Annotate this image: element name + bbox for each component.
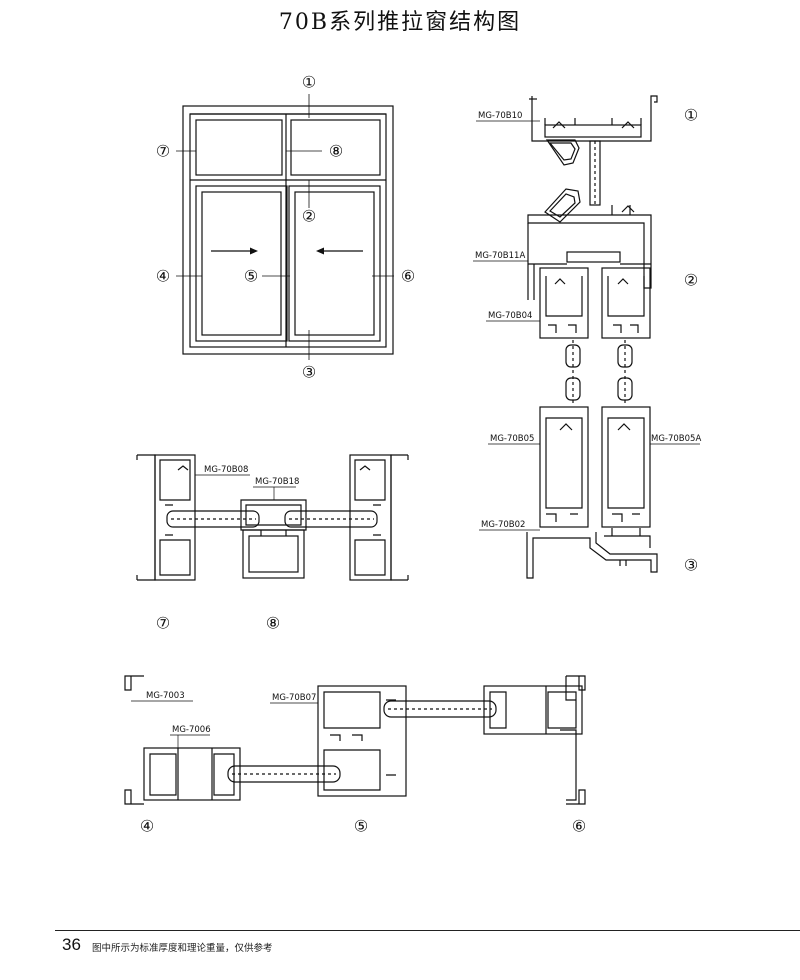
section-marker-1: ①	[684, 106, 698, 125]
structure-drawing: ① ⑦ ⑧ ② ④ ⑤ ⑥ ③ ① ② ③ ⑦ ⑧ ④ ⑤ ⑥ MG-70B10…	[124, 73, 701, 836]
horizontal-section-bottom	[124, 675, 586, 805]
marker-7: ⑦	[156, 142, 170, 161]
label-mg-70b05: MG-70B05	[490, 434, 534, 444]
circled-markers: ① ⑦ ⑧ ② ④ ⑤ ⑥ ③ ① ② ③ ⑦ ⑧ ④ ⑤ ⑥	[140, 73, 698, 836]
section-marker-3: ③	[684, 556, 698, 575]
page-title: 70B系列推拉窗结构图	[278, 10, 522, 35]
section-marker-5: ⑤	[354, 817, 368, 836]
leader-lines	[176, 94, 394, 360]
label-mg-70b04: MG-70B04	[488, 311, 532, 321]
label-mg-70b11a: MG-70B11A	[475, 251, 525, 261]
marker-6: ⑥	[401, 267, 415, 286]
marker-1: ①	[302, 73, 316, 92]
marker-4: ④	[156, 267, 170, 286]
section-marker-2: ②	[684, 271, 698, 290]
window-elevation	[182, 105, 394, 355]
label-mg-70b05a: MG-70B05A	[651, 434, 701, 444]
label-mg-7006: MG-7006	[172, 725, 211, 735]
footer-note: 图中所示为标准厚度和理论重量，仅供参考	[92, 943, 273, 954]
marker-8: ⑧	[329, 142, 343, 161]
footer-rule	[55, 930, 800, 931]
vertical-section	[526, 95, 658, 579]
page-number: 36	[62, 935, 81, 954]
profile-labels: MG-70B10 MG-70B11A MG-70B04 MG-70B05 MG-…	[131, 111, 701, 748]
slide-arrows	[211, 247, 363, 255]
section-marker-7: ⑦	[156, 614, 170, 633]
marker-5: ⑤	[244, 267, 258, 286]
label-mg-70b10: MG-70B10	[478, 111, 522, 121]
section-marker-6: ⑥	[572, 817, 586, 836]
label-mg-70b02: MG-70B02	[481, 520, 525, 530]
label-mg-70b07: MG-70B07	[272, 693, 316, 703]
label-mg-70b08: MG-70B08	[204, 465, 248, 475]
marker-2: ②	[302, 207, 316, 226]
label-mg-7003: MG-7003	[146, 691, 185, 701]
horizontal-section-top	[136, 454, 409, 581]
label-mg-70b18: MG-70B18	[255, 477, 299, 487]
marker-3: ③	[302, 363, 316, 382]
section-marker-8: ⑧	[266, 614, 280, 633]
section-marker-4: ④	[140, 817, 154, 836]
